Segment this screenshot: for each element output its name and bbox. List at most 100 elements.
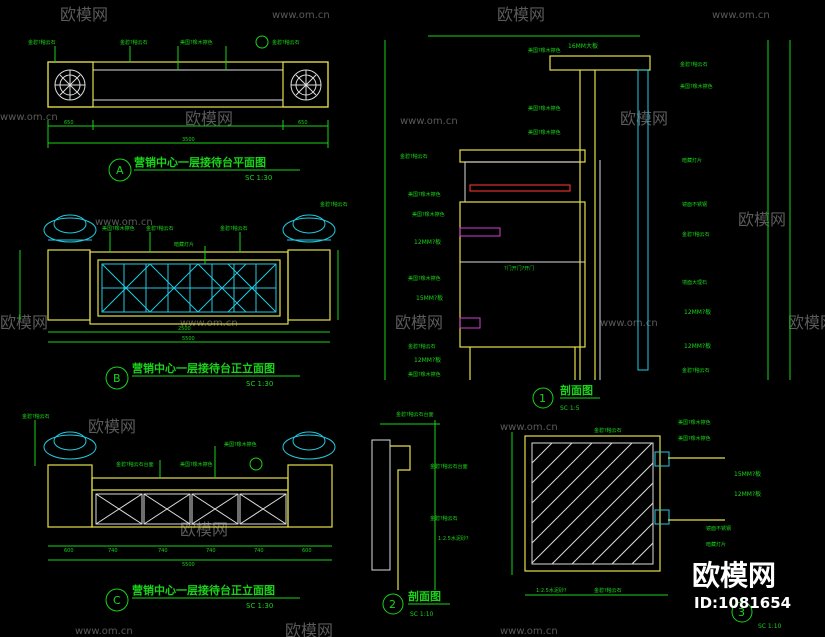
label-wood-color: 美国?橡木擦色 [678, 419, 711, 426]
label-12mm-d: 12MM?板 [684, 342, 711, 350]
label-wood-color: 美国?橡木擦色 [408, 191, 441, 198]
watermark-brand: 欧模网 [285, 621, 333, 637]
label-wood-color: 美国?橡木擦色 [408, 275, 441, 282]
label-gold-stone: 金碧?釉云石 [400, 153, 428, 160]
label-wood-color: 美国?橡木擦色 [412, 211, 445, 218]
view-c-scale: SC 1:30 [246, 602, 273, 610]
label-gold-stone: 金碧?釉云石 [594, 587, 622, 594]
label-gold-stone: 金碧?釉云石 [682, 231, 710, 238]
label-12mm-b: 12MM?板 [414, 356, 441, 364]
label-wood-color: 美国?橡木擦色 [180, 39, 213, 46]
watermark-brand: 欧模网 [395, 313, 443, 332]
label-gold-stone: 金碧?釉云石 [680, 61, 708, 68]
label-12mm-c: 12MM?板 [684, 308, 711, 316]
watermark-brand: 欧模网 [620, 109, 668, 128]
label-gold-stone: 金碧?釉云石 [220, 225, 248, 232]
view-b-title: 营销中心一层接待台正立面图 [132, 361, 275, 375]
section-3-scale: SC 1:10 [758, 623, 782, 630]
section-2: 金碧?釉云石台面 金碧?釉云石台面 金碧?釉云石 1:2.5水泥砂? 2 剖面图… [371, 411, 469, 618]
watermark-brand: 欧模网 [0, 313, 48, 332]
label-wood-color: 美国?橡木擦色 [408, 371, 441, 378]
watermark-url: www.om.cn [500, 422, 558, 433]
dim-a-total: 3500 [182, 137, 195, 143]
label-wood-color: 美国?橡木擦色 [678, 435, 711, 442]
label-12mm-c: 12MM?板 [734, 490, 761, 498]
label-gold-stone: 金碧?釉云石 [28, 39, 56, 46]
label-light: 暗藏灯片 [174, 241, 194, 248]
dim-c-740d: 740 [254, 548, 264, 554]
label-stone-top: 金碧?釉云石台面 [396, 411, 434, 418]
label-15mm-b: 15MM?板 [734, 470, 761, 478]
view-b-letter: B [113, 372, 121, 385]
watermark-brand: 欧模网 [180, 520, 228, 539]
view-c-letter: C [113, 594, 121, 607]
footer-id: ID:1081654 [694, 594, 791, 612]
watermark-url: www.om.cn [75, 626, 133, 637]
view-a-title: 营销中心一层接待台平面图 [134, 155, 266, 169]
label-gold-stone: 金碧?釉云石 [120, 39, 148, 46]
label-gold-stone: 金碧?釉云石 [594, 427, 622, 434]
dim-c-600b: 600 [302, 548, 312, 554]
watermark-brand: 欧模网 [788, 313, 825, 332]
label-gold-stone: 金碧?釉云石 [146, 225, 174, 232]
label-wood-color: 美国?橡木擦色 [528, 47, 561, 54]
view-a-letter: A [116, 164, 124, 177]
dim-c-740b: 740 [158, 548, 168, 554]
dim-b-total: 5500 [182, 336, 195, 342]
view-b-elevation: 美国?橡木擦色 金碧?釉云石 暗藏灯片 金碧?釉云石 金碧?釉云石 2500 5… [19, 201, 348, 390]
watermark-url: www.om.cn [400, 116, 458, 127]
dim-c-total: 5500 [182, 562, 195, 568]
section-3-num: 3 [738, 606, 745, 619]
label-glue: 1:2.5水泥砂? [438, 535, 469, 542]
view-a-scale: SC 1:30 [245, 174, 272, 182]
watermark-url: www.om.cn [500, 626, 558, 637]
watermark-brand: 欧模网 [497, 5, 545, 24]
watermark-url: www.om.cn [272, 10, 330, 21]
label-wood-color: 美国?橡木擦色 [680, 83, 713, 90]
label-12mm-a: 12MM?板 [414, 238, 441, 246]
watermark-brand: 欧模网 [738, 210, 786, 229]
label-light: 暗藏灯片 [682, 157, 702, 164]
label-stone-top: 金碧?釉云石台面 [116, 461, 154, 468]
watermark-url: www.om.cn [712, 10, 770, 21]
view-c-elevation: 金碧?釉云石 金碧?釉云石台面 美国?橡木擦色 美国?橡木擦色 600 740 … [22, 413, 336, 612]
footer-brand-name: 欧模网 [692, 559, 776, 592]
section-1-num: 1 [539, 392, 546, 405]
section-1-scale: SC 1:5 [560, 405, 580, 412]
dim-c-740c: 740 [206, 548, 216, 554]
view-b-scale: SC 1:30 [246, 380, 273, 388]
label-gold-stone: 金碧?釉云石 [408, 343, 436, 350]
watermark-url: www.om.cn [0, 112, 58, 123]
dim-b-mid: 2500 [178, 326, 191, 332]
label-light: 暗藏灯片 [706, 541, 726, 548]
label-wood-color: 美国?橡木擦色 [102, 225, 135, 232]
label-gold-stone: 金碧?釉云石 [320, 201, 348, 208]
section-2-title: 剖面图 [408, 589, 441, 603]
dim-c-740a: 740 [108, 548, 118, 554]
label-gold-stone: 金碧?釉云石 [682, 367, 710, 374]
watermark-brand: 欧模网 [88, 417, 136, 436]
label-stone-top: 金碧?釉云石台面 [430, 463, 468, 470]
watermark-url: www.om.cn [600, 318, 658, 329]
label-16mm: 16MM大板 [568, 42, 598, 50]
watermark-url: www.om.cn [95, 217, 153, 228]
label-15mm: 15MM?板 [416, 294, 443, 302]
dim-c-600a: 600 [64, 548, 74, 554]
label-gold-stone: 金碧?釉云石 [430, 515, 458, 522]
label-steel: 镜面不锈钢 [706, 525, 731, 532]
section-3: 金碧?釉云石 美国?橡木擦色 美国?橡木擦色 15MM?板 12MM?板 镜面不… [511, 419, 782, 630]
watermark-brand: 欧模网 [185, 109, 233, 128]
label-wood-color: 美国?橡木擦色 [180, 461, 213, 468]
label-gold-stone: 金碧?釉云石 [272, 39, 300, 46]
footer-brand: 欧模网 ID:1081654 [692, 559, 791, 612]
section-2-scale: SC 1:10 [410, 611, 434, 618]
section-1: 16MM大板 美国?橡木擦色 美国?橡木擦色 美国?橡木擦色 金碧?釉云石 美国… [384, 35, 791, 412]
label-wood-color: 美国?橡木擦色 [224, 441, 257, 448]
watermark-brand: 欧模网 [60, 5, 108, 24]
label-gold-stone: 金碧?釉云石 [22, 413, 50, 420]
view-c-title: 营销中心一层接待台正立面图 [132, 583, 275, 597]
label-glue: 1:2.5水泥砂? [536, 587, 567, 594]
label-steel: 镜面不锈钢 [682, 201, 707, 208]
watermarks: 欧模网 www.om.cn 欧模网 www.om.cn www.om.cn 欧模… [0, 5, 825, 637]
label-door: ?门开门?开门 [504, 265, 534, 272]
